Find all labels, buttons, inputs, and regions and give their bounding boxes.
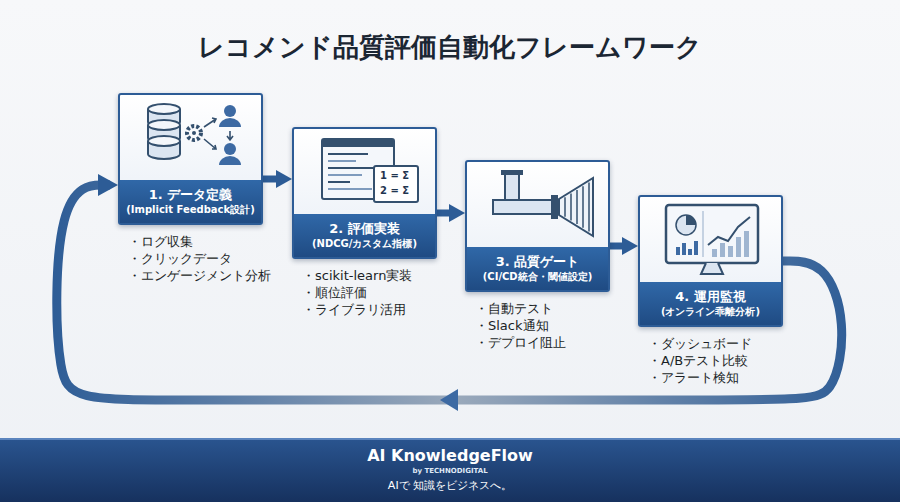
code-window-bar (322, 139, 394, 147)
quality-gate (559, 178, 593, 236)
bullet-item: ・ライブラリ活用 (302, 301, 406, 318)
bullet-item: ・アラート検知 (648, 369, 739, 386)
pipe-vertical (505, 172, 519, 202)
flow-arrow (204, 118, 233, 149)
pipe-horizontal (493, 200, 555, 214)
card-heading: 4. 運用監視 (643, 288, 778, 305)
database-top (148, 120, 180, 130)
bar (744, 231, 749, 257)
flow-arrow (437, 210, 457, 217)
bar (682, 243, 686, 255)
card-subheading: (オンライン乖離分析) (643, 305, 778, 318)
monitor (666, 205, 758, 263)
code-line (328, 181, 350, 183)
gate-grille (564, 197, 566, 216)
database-top (148, 136, 180, 146)
bullet-item: ・A/Bテスト比較 (648, 352, 748, 369)
pipe-flange (551, 195, 558, 219)
bullet-item: ・scikit-learn実装 (302, 267, 412, 284)
footer-edge (0, 438, 900, 440)
diagram-title: レコメンド品質評価自動化フレームワーク (0, 30, 900, 65)
person-head (224, 105, 236, 117)
card-subheading: (CI/CD統合・閾値設定) (470, 270, 605, 283)
bar (728, 246, 733, 257)
bullet-item: ・ダッシュボード (648, 335, 752, 352)
card-band: 1. データ定義(Implicit Feedback設計) (120, 180, 261, 223)
card-icon (294, 129, 435, 214)
pie-chart (676, 215, 696, 235)
card-band: 4. 運用監視(オンライン乖離分析) (640, 282, 781, 325)
bullet-item: ・自動テスト (475, 300, 553, 317)
bar (720, 243, 725, 257)
formula-card (374, 166, 418, 202)
card-heading: 2. 評価実装 (297, 220, 432, 237)
gate-grille (582, 186, 584, 228)
brand-slogan: AIで 知識をビジネスへ。 (0, 479, 900, 493)
process-card: 4. 運用監視(オンライン乖離分析) (638, 195, 783, 327)
screen-panel (702, 211, 704, 257)
person-head (224, 143, 236, 155)
card-band: 2. 評価実装(NDCG/カスタム指標) (294, 214, 435, 257)
person-body (219, 156, 241, 165)
flow-arrow (610, 243, 630, 250)
monitor-stand (701, 263, 723, 274)
trend-line (708, 217, 750, 245)
code-line (328, 188, 372, 190)
bullet-item: ・クリックデータ (128, 250, 232, 267)
icon-formula: 1 = Σ (380, 170, 409, 182)
bar (694, 241, 698, 255)
bullet-item: ・ログ収集 (128, 233, 193, 250)
footer-band (0, 438, 900, 502)
code-line (328, 167, 378, 169)
bar (688, 249, 692, 255)
database-top (148, 104, 180, 114)
person-body (219, 118, 241, 127)
pipe-flange (501, 170, 523, 175)
card-heading: 3. 品質ゲート (470, 253, 605, 270)
process-card: 1. データ定義(Implicit Feedback設計) (118, 93, 263, 225)
process-card: 3. 品質ゲート(CI/CD統合・閾値設定) (465, 160, 610, 292)
card-subheading: (NDCG/カスタム指標) (297, 237, 432, 250)
bullet-item: ・デプロイ阻止 (475, 334, 566, 351)
gear (187, 126, 201, 140)
gate-grille (576, 190, 578, 224)
bullet-item: ・エンゲージメント分析 (128, 267, 271, 284)
bullet-item: ・順位評価 (302, 284, 367, 301)
card-icon (120, 95, 261, 180)
brand-byline: by TECHNODIGITAL (0, 467, 900, 476)
gate-grille (588, 182, 590, 231)
bullet-item: ・Slack通知 (475, 317, 549, 334)
bar (712, 249, 717, 257)
icon-formula: 2 = Σ (380, 185, 409, 197)
code-line (328, 174, 362, 176)
code-line (328, 160, 356, 162)
card-band: 3. 品質ゲート(CI/CD統合・閾値設定) (467, 247, 608, 290)
card-heading: 1. データ定義 (123, 186, 258, 203)
gate-grille (570, 194, 572, 221)
card-subheading: (Implicit Feedback設計) (123, 203, 258, 216)
card-icon (640, 197, 781, 282)
bar (676, 247, 680, 255)
pie-slice (686, 215, 696, 225)
gear-hub (192, 131, 196, 135)
flow-arrow (263, 176, 284, 183)
loop-midarrow (440, 389, 458, 411)
bar (736, 237, 741, 257)
process-card: 2. 評価実装(NDCG/カスタム指標) 1 = Σ 2 = Σ (292, 127, 437, 259)
brand-name: AI KnowledgeFlow (0, 446, 900, 465)
code-line (328, 153, 368, 155)
card-icon (467, 162, 608, 247)
